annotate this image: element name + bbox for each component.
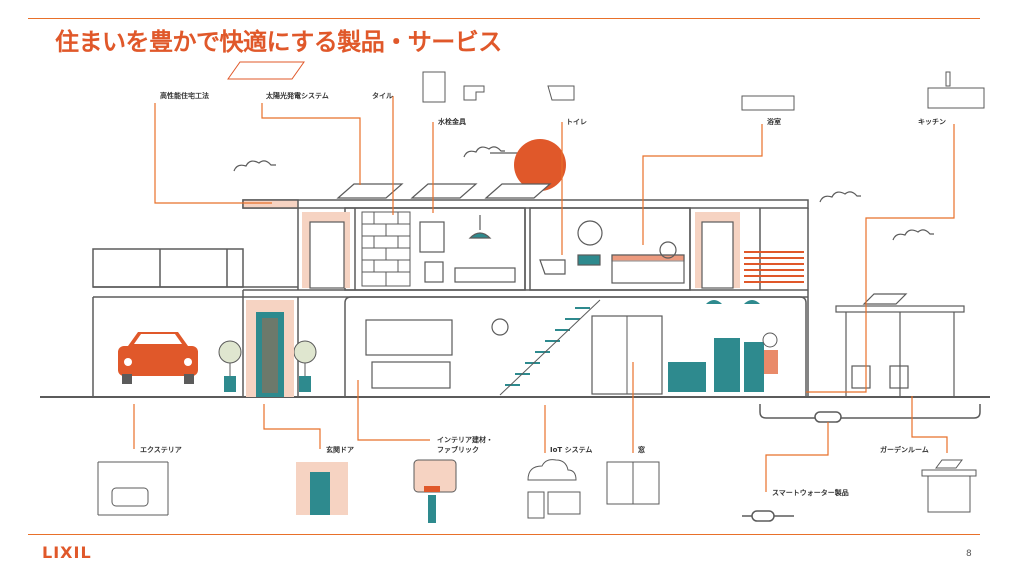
label-entrance-door: 玄関ドア (326, 445, 354, 454)
lixil-logo: LIXIL (42, 543, 92, 562)
top-product-icons (227, 61, 985, 111)
label-bath: 浴室 (767, 117, 781, 126)
page-title: 住まいを豊かで快適にする製品・サービス (55, 28, 502, 56)
roof-solar-panels (336, 183, 552, 199)
label-exterior: エクステリア (140, 445, 182, 454)
tile-wall (361, 211, 411, 287)
label-solar: 太陽光発電システム (266, 91, 329, 100)
sun-icon (514, 139, 566, 191)
garden-room (835, 293, 965, 397)
living-room (365, 318, 509, 389)
label-tile: タイル (372, 91, 393, 100)
bottom-rule (28, 534, 980, 535)
top-rule (28, 18, 980, 19)
label-interior-2: ファブリック (437, 445, 479, 454)
label-garden-room: ガーデンルーム (880, 445, 929, 454)
kitchen-area (668, 300, 778, 392)
label-kitchen: キッチン (918, 118, 946, 126)
label-performance-house: 高性能住宅工法 (160, 91, 209, 100)
callout-lines (133, 96, 955, 492)
house-structure (40, 199, 990, 398)
label-iot: IoT システム (550, 446, 592, 454)
louver-panel (744, 251, 804, 283)
car-icon (118, 332, 198, 384)
bathroom-fixtures (539, 220, 685, 284)
label-faucet: 水栓金具 (438, 117, 466, 126)
tree-icons (218, 340, 317, 392)
label-smart-water: スマートウォーター製品 (772, 488, 849, 497)
label-window: 窓 (638, 445, 645, 454)
smart-water-device (814, 411, 842, 423)
bottom-product-icons (97, 459, 977, 523)
entrance-door (256, 312, 284, 397)
bedroom-furniture (419, 215, 516, 283)
page-number: 8 (966, 549, 972, 559)
staircase (505, 307, 590, 386)
label-interior-1: インテリア建材・ (437, 435, 493, 444)
cloud-icons (233, 146, 934, 241)
water-pipe (759, 404, 981, 419)
label-toilet: トイレ (566, 118, 587, 126)
